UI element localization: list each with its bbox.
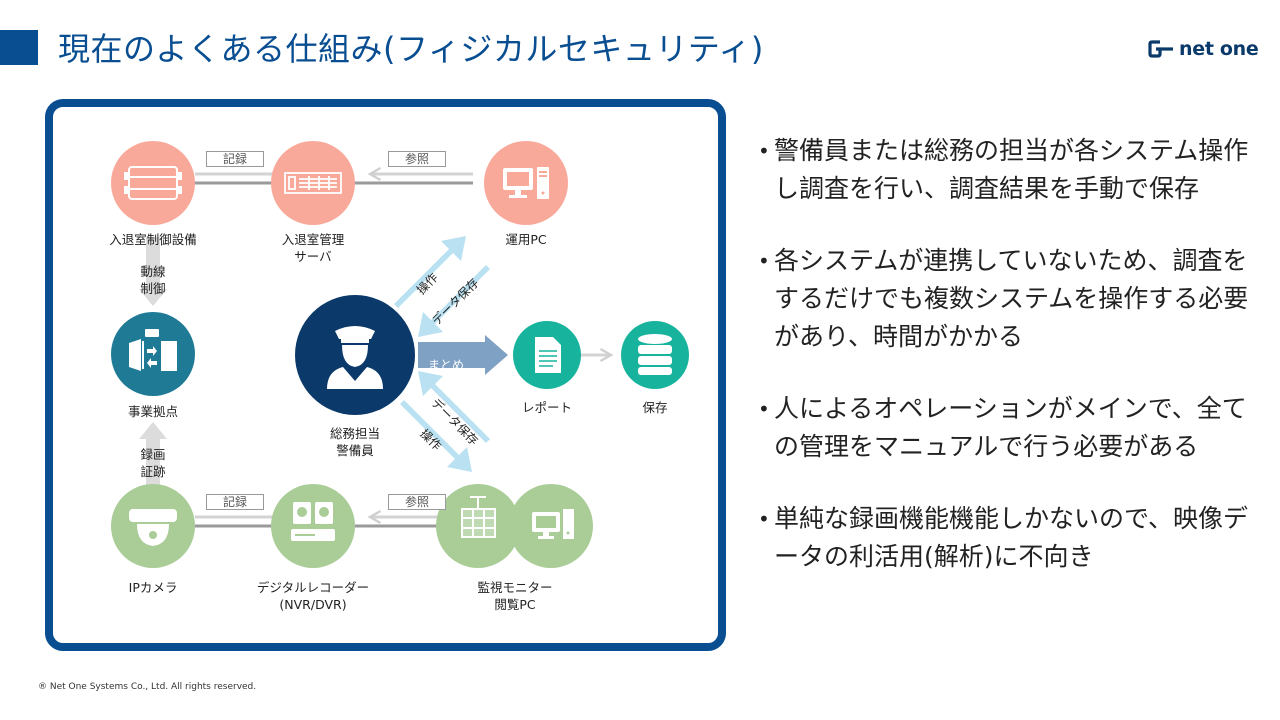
copyright-footer: ® Net One Systems Co., Ltd. All rights r… (38, 682, 257, 692)
recording-evidence-arrow (139, 422, 167, 492)
node-ip-camera[interactable] (111, 484, 195, 568)
label-ops-pc: 運用PC (505, 232, 547, 247)
label-monitor-pc: 監視モニター 閲覧PC (477, 580, 553, 612)
label-access-server: 入退室管理 サーバ (281, 232, 345, 264)
bullet-item: 単純な録画機能機能しかないので、映像データの利活用(解析)に不向き (758, 500, 1258, 576)
label-summary: まとめ (428, 358, 465, 372)
node-access-control[interactable] (111, 141, 195, 225)
node-report[interactable] (513, 321, 581, 389)
summary-arrow (418, 335, 508, 375)
label-recorder: デジタルレコーダー (NVR/DVR) (256, 580, 370, 612)
desktop-pc-icon (503, 167, 549, 199)
label-ip-camera: IPカメラ (128, 580, 178, 595)
label-business-site: 事業拠点 (127, 404, 179, 419)
node-access-server[interactable] (271, 141, 355, 225)
building-door-icon (129, 329, 177, 371)
monitor-wall-icon (461, 496, 496, 538)
edge-tag-reference-top: 参照 (388, 151, 446, 167)
database-icon (638, 334, 672, 375)
label-access-control: 入退室制御設備 (109, 232, 197, 247)
security-guard-icon (327, 326, 383, 389)
bullet-list: 警備員または総務の担当が各システム操作し調査を行い、調査結果を手動で保存 各シス… (758, 132, 1258, 610)
node-staff[interactable] (295, 295, 415, 415)
datasave-arrow-top (418, 265, 490, 337)
label-report: レポート (521, 400, 573, 415)
diagram-canvas (111, 141, 689, 568)
node-storage[interactable] (621, 321, 689, 389)
label-recording-evidence: 録画 証跡 (140, 447, 166, 479)
company-logo: net one (1148, 38, 1259, 60)
label-storage: 保存 (642, 400, 668, 415)
operate-arrow-bottom (400, 400, 472, 472)
label-staff: 総務担当 警備員 (329, 426, 381, 458)
node-ops-pc[interactable] (484, 141, 568, 225)
hdd-recorder-icon (291, 502, 335, 541)
server-rack-icon (284, 172, 342, 194)
bullet-item: 人によるオペレーションがメインで、全ての管理をマニュアルで行う必要がある (758, 390, 1258, 466)
edge-tag-reference-bottom: 参照 (388, 494, 446, 510)
edge-tag-record-bottom: 記録 (206, 494, 264, 510)
document-icon (535, 337, 561, 373)
label-flow-control: 動線 制御 (140, 264, 166, 296)
dome-camera-icon (129, 509, 177, 546)
bullet-item: 警備員または総務の担当が各システム操作し調査を行い、調査結果を手動で保存 (758, 132, 1258, 208)
title-accent-bar (0, 30, 38, 65)
operate-arrow-top (394, 236, 466, 308)
access-control-device-icon (124, 166, 182, 200)
desktop-pc-icon (532, 509, 574, 539)
physical-security-diagram: 記録 参照 記録 参照 入退室制御設備 入退室管理 サーバ 運用PC 事業拠点 … (45, 99, 726, 651)
datasave-arrow-bottom (418, 371, 490, 443)
node-monitor-pc[interactable] (436, 484, 593, 568)
bullet-item: 各システムが連携していないため、調査をするだけでも複数システムを操作する必要があ… (758, 242, 1258, 356)
node-business-site[interactable] (111, 312, 195, 396)
page-title: 現在のよくある仕組み(フィジカルセキュリティ) (58, 30, 764, 68)
net-one-logo-icon (1148, 40, 1173, 58)
node-recorder[interactable] (271, 484, 355, 568)
edge-tag-record-top: 記録 (206, 151, 264, 167)
flow-control-arrow (139, 237, 167, 306)
logo-text: net one (1179, 38, 1259, 60)
